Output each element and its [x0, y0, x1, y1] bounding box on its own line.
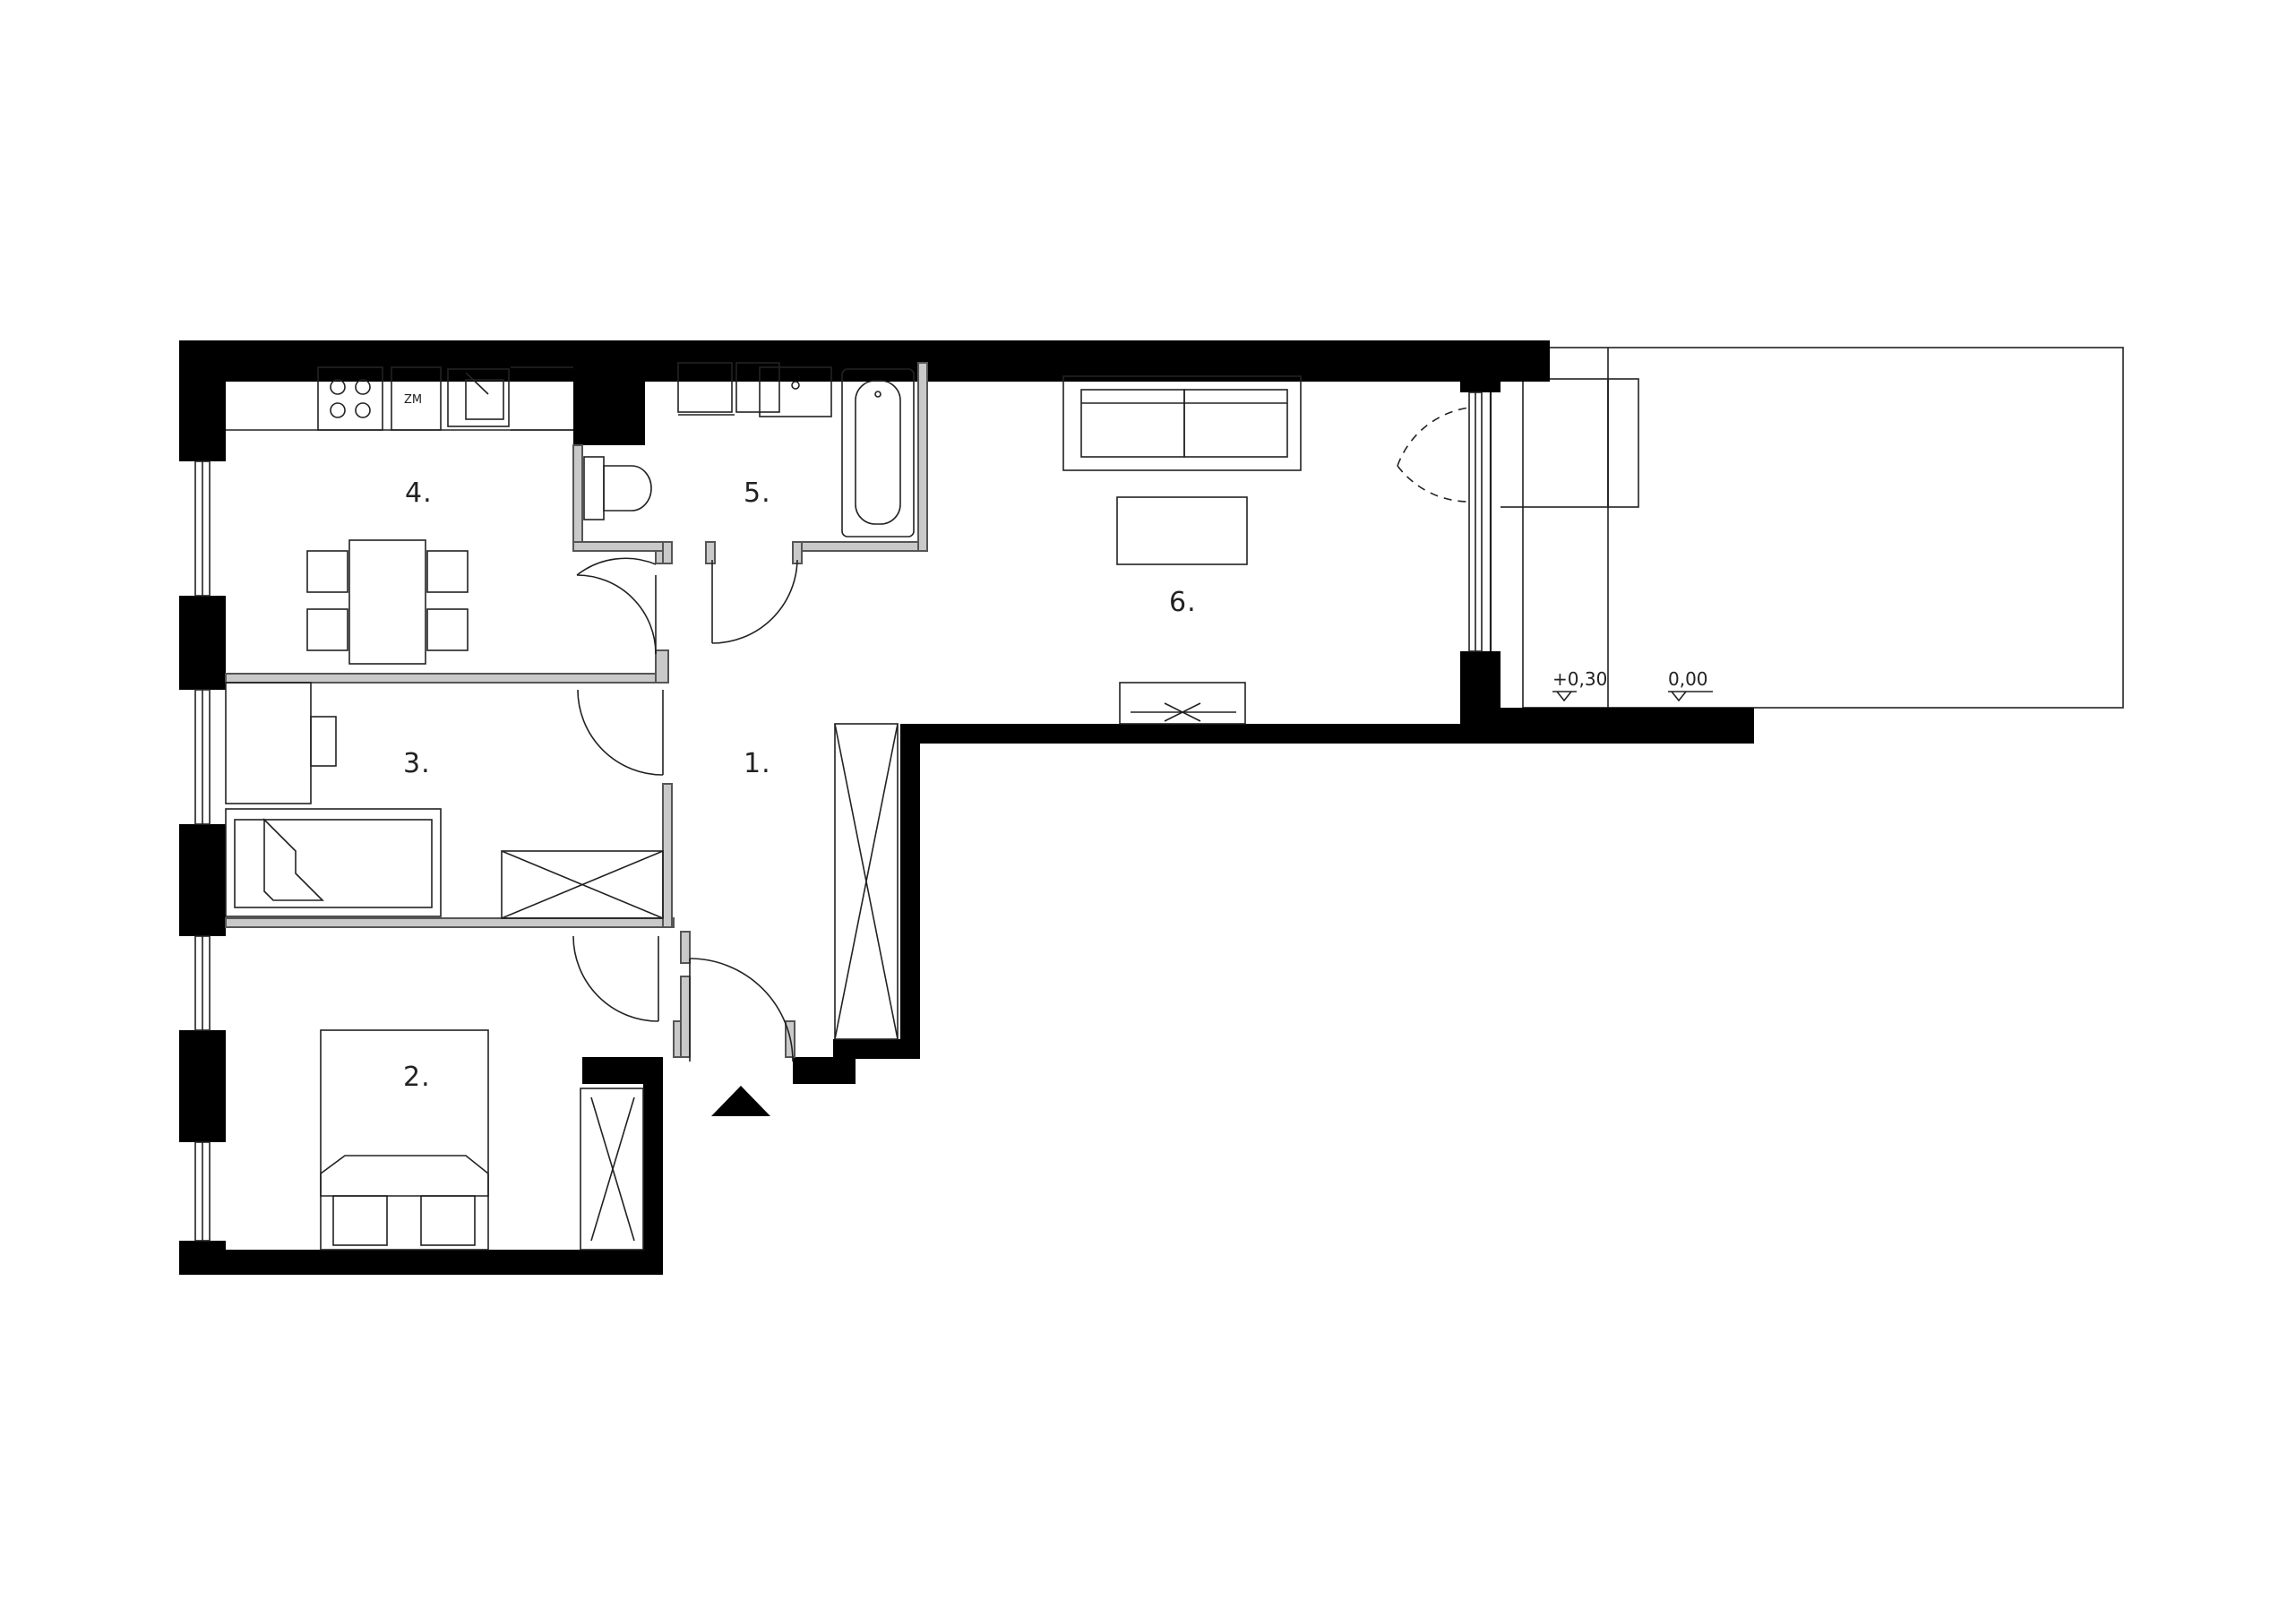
bed-3	[225, 808, 442, 917]
bed-2	[320, 1029, 489, 1251]
terrace	[1497, 347, 2124, 709]
doors	[572, 407, 1470, 1062]
dishwasher	[391, 366, 442, 431]
room-1-label: 1.	[744, 748, 771, 779]
dining-table	[306, 539, 469, 665]
coffee-table	[1116, 496, 1248, 565]
room-6-label: 6.	[1169, 587, 1197, 618]
tv-stand	[1119, 682, 1246, 725]
bathtub	[841, 368, 915, 537]
room-5-label: 5.	[744, 477, 771, 509]
room-3-label: 3.	[403, 748, 431, 779]
level-outer-label: 0,00	[1668, 668, 1708, 690]
room-4-label: 4.	[405, 477, 433, 509]
hall-wardrobe	[834, 723, 899, 1040]
living-furniture	[1062, 375, 1302, 725]
wardrobe-2	[580, 1088, 644, 1251]
stove	[317, 366, 383, 431]
desk	[225, 682, 312, 804]
room-3-furniture	[225, 682, 664, 919]
bathroom-fixtures	[583, 362, 915, 537]
level-marks: +0,30 0,00	[1552, 668, 1713, 702]
dishwasher-label: ZM	[404, 393, 422, 407]
kitchen-counter: ZM	[226, 366, 573, 431]
wardrobe-3	[501, 850, 664, 919]
room-2-furniture	[320, 1029, 644, 1251]
hall-furniture	[834, 723, 899, 1040]
level-outer-icon	[1668, 691, 1713, 702]
level-inner-icon	[1552, 691, 1577, 702]
interior-partitions	[225, 362, 928, 1058]
room-2-label: 2.	[403, 1062, 431, 1093]
room-labels: 4. 5. 6. 3. 1. 2.	[403, 477, 1197, 1093]
windows	[179, 391, 1501, 1242]
entrance-arrow-icon	[711, 1086, 770, 1116]
sofa	[1062, 375, 1302, 471]
kitchen-sink	[447, 368, 510, 427]
level-inner-label: +0,30	[1552, 668, 1607, 690]
